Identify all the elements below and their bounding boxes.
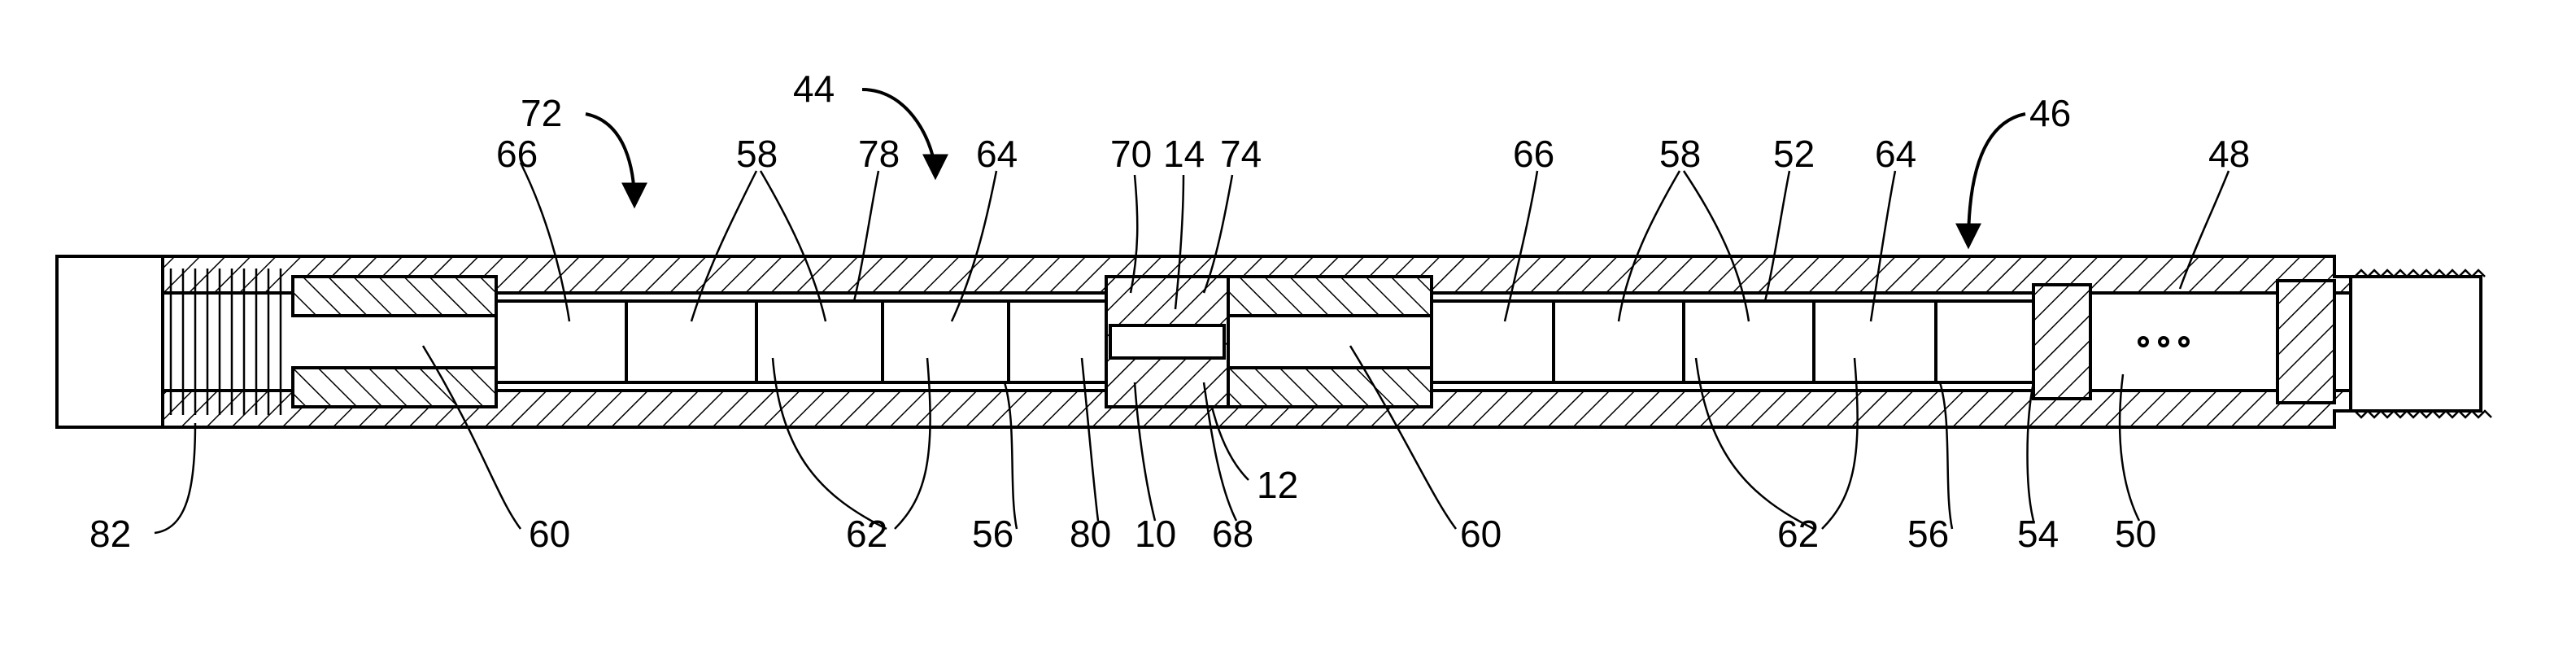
label-10: 10 xyxy=(1135,513,1176,555)
label-58-right: 58 xyxy=(1659,133,1701,175)
label-82: 82 xyxy=(89,513,131,555)
left-detonator-holder-lower xyxy=(293,368,496,407)
bulkhead xyxy=(2033,285,2090,399)
label-46: 46 xyxy=(2029,92,2071,134)
left-detonator-holder-upper xyxy=(293,277,496,316)
label-74: 74 xyxy=(1220,133,1262,175)
label-72: 72 xyxy=(521,92,562,134)
label-60-right: 60 xyxy=(1460,513,1502,555)
end-cap xyxy=(2277,281,2334,403)
label-60-left: 60 xyxy=(529,513,570,555)
label-62-left: 62 xyxy=(846,513,887,555)
label-44: 44 xyxy=(793,68,835,110)
label-64-right: 64 xyxy=(1875,133,1916,175)
right-detonator-holder-upper xyxy=(1228,277,1432,316)
label-50: 50 xyxy=(2115,513,2156,555)
label-66-left: 66 xyxy=(496,133,538,175)
plug-body xyxy=(2090,293,2277,391)
left-end-sub xyxy=(57,256,163,427)
label-80: 80 xyxy=(1070,513,1111,555)
label-66-right: 66 xyxy=(1513,133,1554,175)
label-68: 68 xyxy=(1212,513,1253,555)
label-52: 52 xyxy=(1773,133,1815,175)
label-56-left: 56 xyxy=(972,513,1013,555)
right-charge-tube xyxy=(1432,301,2033,382)
label-12: 12 xyxy=(1257,464,1298,506)
label-56-right: 56 xyxy=(1907,513,1949,555)
label-58-left: 58 xyxy=(736,133,778,175)
label-64-left: 64 xyxy=(976,133,1018,175)
label-70: 70 xyxy=(1110,133,1152,175)
right-detonator-holder-lower xyxy=(1228,368,1432,407)
label-14: 14 xyxy=(1163,133,1205,175)
right-end-sub xyxy=(2351,277,2481,411)
label-54: 54 xyxy=(2017,513,2059,555)
label-78: 78 xyxy=(858,133,900,175)
left-charge-tube xyxy=(496,301,1106,382)
label-62-right: 62 xyxy=(1777,513,1819,555)
label-48: 48 xyxy=(2208,133,2250,175)
switch-assembly xyxy=(1110,325,1224,358)
